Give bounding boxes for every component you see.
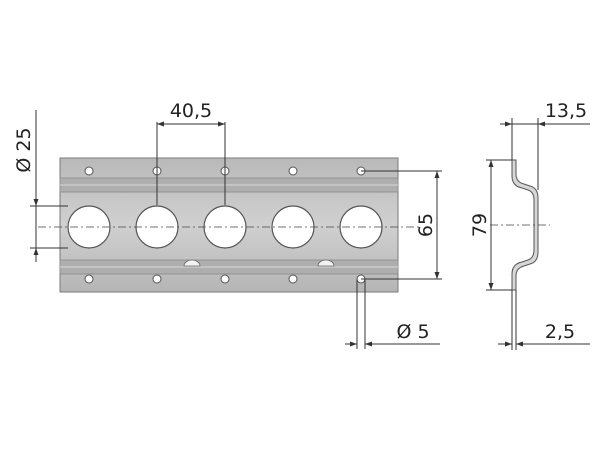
- small-hole: [152, 274, 162, 284]
- dimension-sheet-thickness: 2,5: [498, 290, 590, 350]
- notch: [183, 259, 201, 267]
- dimension-total-height: 79: [469, 159, 512, 291]
- rail-side-view: [490, 159, 550, 291]
- hole-row-distance-label: 65: [415, 213, 437, 237]
- notch: [317, 259, 335, 267]
- small-hole: [84, 166, 94, 176]
- dimension-small-hole-diameter: Ø 5: [345, 279, 440, 349]
- hole-pitch-label: 40,5: [170, 100, 212, 122]
- small-hole: [288, 274, 298, 284]
- sheet-thickness-label: 2,5: [545, 321, 575, 343]
- dimension-profile-depth: 13,5: [500, 100, 590, 190]
- dimension-hole-pitch: 40,5: [156, 100, 226, 205]
- small-hole: [220, 274, 230, 284]
- total-height-label: 79: [469, 213, 491, 237]
- large-hole-diameter-label: Ø 25: [13, 127, 35, 172]
- dimension-hole-row-distance: 65: [361, 170, 442, 280]
- small-hole: [288, 166, 298, 176]
- rail-front-view: [38, 157, 420, 293]
- small-hole-diameter-label: Ø 5: [396, 321, 429, 343]
- dimension-large-hole-diameter: Ø 25: [13, 110, 68, 262]
- profile-depth-label: 13,5: [545, 100, 587, 122]
- small-hole: [84, 274, 94, 284]
